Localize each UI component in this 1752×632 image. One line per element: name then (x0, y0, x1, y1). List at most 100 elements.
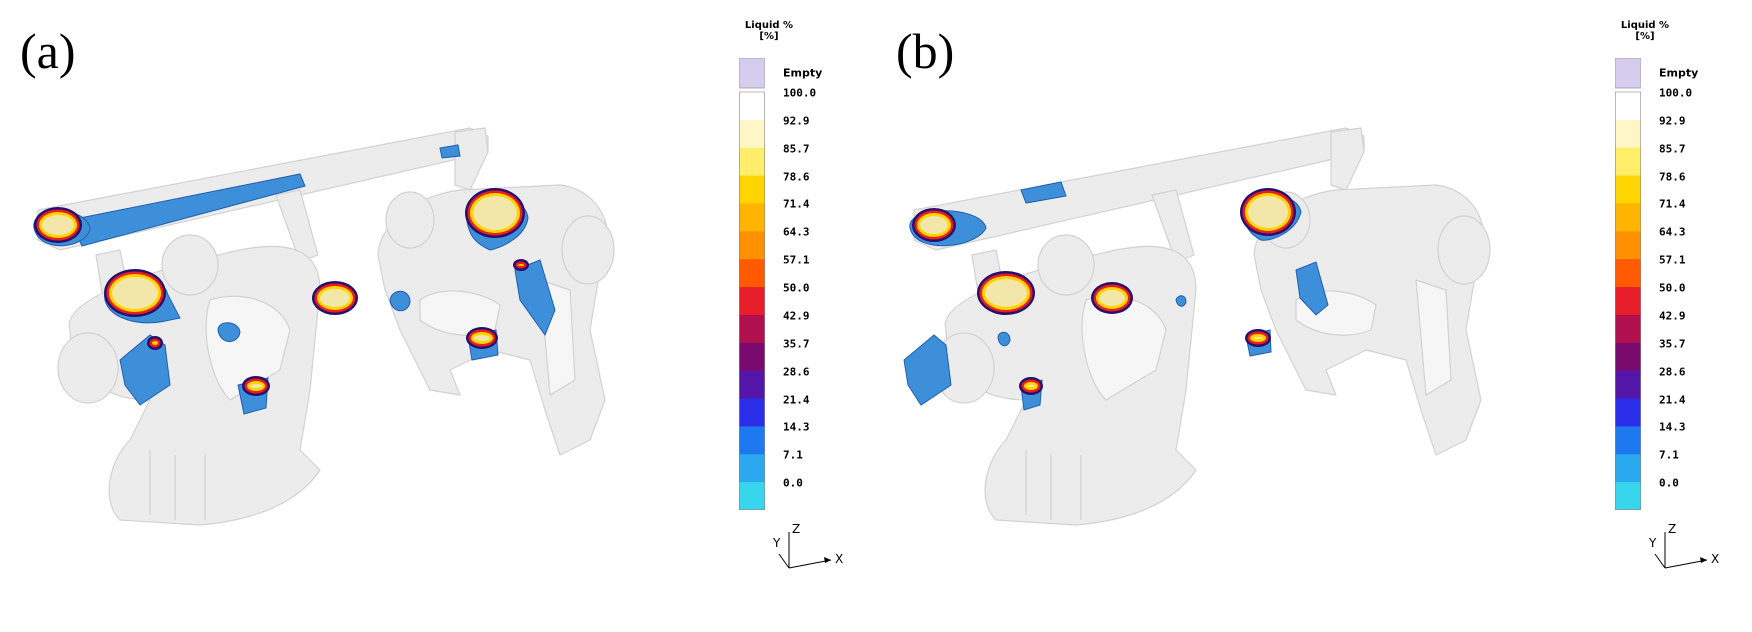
legend-swatch (739, 482, 765, 510)
legend-tick-label: 71.4 (1659, 197, 1686, 211)
legend-swatch (1615, 398, 1641, 427)
hotspot-f-core (250, 384, 262, 388)
legend-swatch (739, 203, 765, 232)
legend-swatch (739, 287, 765, 316)
legend-tick-label: 14.3 (783, 420, 810, 434)
legend-title-line1: Liquid % (1620, 20, 1670, 31)
legend-label-empty: Empty (1659, 66, 1699, 80)
legend-swatch (1615, 342, 1641, 372)
legend-tick-label: 50.0 (783, 281, 810, 295)
legend-tick-label: 92.9 (783, 114, 810, 128)
left-boss (57, 332, 119, 404)
pocket-left-liquid (903, 334, 952, 406)
runner-branch (1151, 189, 1195, 263)
legend-title-line1: Liquid % (744, 20, 794, 31)
legend-color-bar (739, 58, 765, 510)
axis-label-z: Z (1668, 522, 1677, 536)
legend-swatch (739, 426, 765, 455)
axis-triad-icon (1654, 532, 1708, 569)
axis-label-y: Y (1649, 536, 1657, 550)
legend-tick-label: 64.3 (783, 225, 810, 239)
axis-label-x: X (1711, 552, 1720, 566)
hotspot-g-core (1253, 337, 1263, 339)
left-ring (1037, 234, 1095, 296)
left-ribs (149, 450, 206, 520)
legend-tick-label: 57.1 (783, 253, 810, 267)
legend-tick-label: 7.1 (783, 448, 803, 462)
runner-branch (275, 189, 319, 263)
legend-swatch (1615, 370, 1641, 400)
elbow-liquid (439, 144, 461, 159)
axis-triad: Z Y X (773, 522, 853, 584)
axis-triad: Z Y X (1649, 522, 1729, 584)
legend-swatch (739, 454, 765, 483)
legend-tick-label: 71.4 (783, 197, 810, 211)
runner-elbow (1330, 127, 1365, 191)
pocket-center (997, 331, 1011, 347)
legend-tick-label: 100.0 (783, 86, 817, 100)
legend-bar-frame (1615, 91, 1641, 510)
legend-color-bar (1615, 58, 1641, 510)
legend-swatch-empty (1615, 58, 1641, 89)
liquid-regions (33, 144, 556, 415)
legend-swatch (1615, 287, 1641, 316)
legend-tick-label: 57.1 (1659, 253, 1686, 267)
legend-tick-label: 0.0 (1659, 476, 1679, 490)
legend-tick-label: 50.0 (1659, 281, 1686, 295)
legend-swatch (739, 342, 765, 372)
pocket-left-liquid (119, 334, 171, 406)
runner-elbow (454, 127, 489, 191)
legend-title: Liquid % [%] (1609, 20, 1681, 42)
legend-tick-label: 21.4 (783, 393, 810, 407)
hotspot-d-ring-yellow (152, 341, 158, 345)
hotspot-gate-core (42, 215, 74, 235)
legend-tick-label: 28.6 (783, 365, 810, 379)
pocket-right-upper (1295, 261, 1329, 316)
panel-label: (a) (20, 23, 76, 79)
axis-label-x: X (835, 552, 844, 566)
legend-title-line2: [%] (1635, 31, 1655, 42)
legend-label-empty: Empty (783, 66, 823, 80)
legend-tick-label: 100.0 (1659, 86, 1693, 100)
hotspot-b-core (320, 289, 350, 307)
legend-swatch (739, 259, 765, 288)
axis-triad-icon (778, 532, 832, 569)
legend-swatch (739, 175, 765, 204)
runner-liquid (1020, 181, 1067, 204)
legend-swatch (739, 147, 765, 177)
pocket-right (1175, 295, 1187, 307)
hotspot-a-core (112, 277, 158, 309)
legend-swatch (1615, 259, 1641, 288)
legend-tick-label: 0.0 (783, 476, 803, 490)
pocket-right-upper (514, 259, 556, 337)
axis-label-z: Z (792, 522, 801, 536)
casting-scene (903, 127, 1491, 526)
legend-swatch (739, 370, 765, 400)
legend-tick-label: 14.3 (1659, 420, 1686, 434)
legend-tick-label: 35.7 (1659, 337, 1686, 351)
hotspot-g-core (474, 335, 490, 341)
legend-swatch (1615, 147, 1641, 177)
hotspot-e-ring-yellow (518, 264, 524, 266)
casting-scene (33, 127, 615, 526)
legend-swatch (739, 314, 765, 344)
left-window (205, 295, 291, 401)
legend-bar-frame (739, 91, 765, 510)
legend-swatch (1615, 203, 1641, 232)
hotspot-f-core (1027, 385, 1035, 387)
legend-swatch (1615, 426, 1641, 455)
casting-body (37, 127, 615, 526)
left-ribs (1025, 450, 1082, 520)
axis-label-y: Y (773, 536, 781, 550)
legend-tick-label: 28.6 (1659, 365, 1686, 379)
right-boss (1437, 215, 1491, 285)
legend-swatch (739, 119, 765, 149)
legend-title-line2: [%] (759, 31, 779, 42)
pocket-right (389, 290, 411, 312)
liquid-regions (903, 181, 1329, 411)
legend-swatch (739, 231, 765, 260)
legend-tick-label: 78.6 (783, 170, 810, 184)
legend-tick-label: 78.6 (1659, 170, 1686, 184)
